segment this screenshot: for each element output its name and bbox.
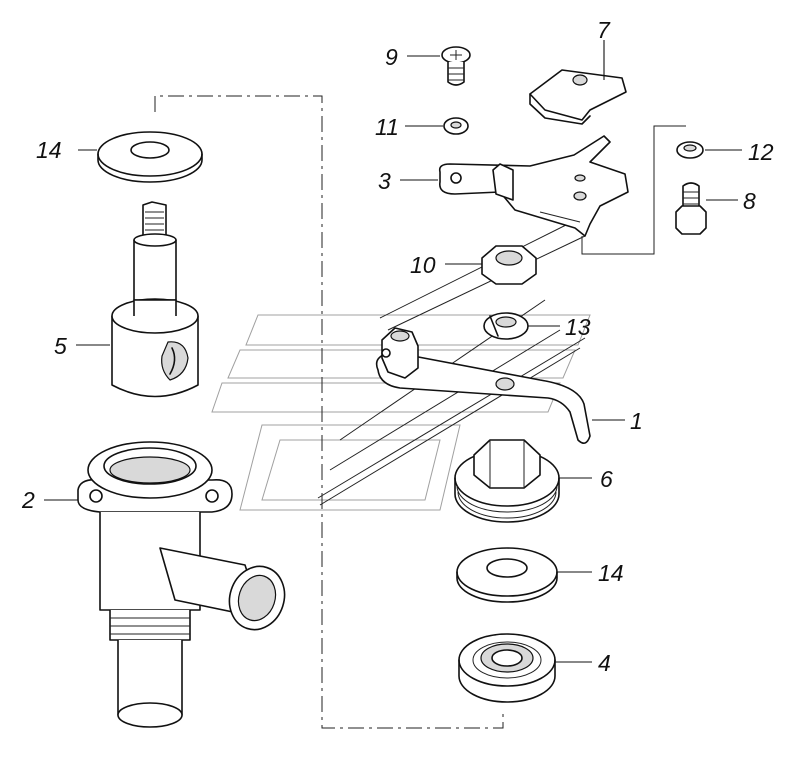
callout-2: 2 xyxy=(21,487,35,513)
nut-part-10 xyxy=(481,245,537,285)
clip-part-7 xyxy=(529,69,627,125)
lock-washer-part-11 xyxy=(443,117,469,135)
callout-10: 10 xyxy=(410,252,436,278)
washer-part-14-bottom xyxy=(456,547,558,603)
lever-part-1 xyxy=(375,327,591,444)
valve-plug-part-5 xyxy=(111,201,199,398)
seal-part-4 xyxy=(458,633,556,703)
leader-lines xyxy=(44,40,742,663)
washer-part-14-top xyxy=(97,131,203,183)
callout-9: 9 xyxy=(385,44,398,70)
screw-part-9 xyxy=(441,46,471,86)
callout-5: 5 xyxy=(54,333,67,359)
callout-13: 13 xyxy=(565,314,591,340)
callout-3: 3 xyxy=(378,168,391,194)
washer-part-12 xyxy=(676,141,704,159)
plug-nut-part-6 xyxy=(454,439,560,523)
callout-11: 11 xyxy=(375,114,399,140)
callout-6: 6 xyxy=(600,466,613,492)
split-washer-part-13 xyxy=(483,312,529,340)
callout-12: 12 xyxy=(748,139,774,165)
callout-14-top: 14 xyxy=(36,137,62,163)
bolt-part-8 xyxy=(675,182,707,235)
callout-4: 4 xyxy=(598,650,611,676)
assembly-axis-bracket xyxy=(154,95,504,729)
bolt-axis-bracket xyxy=(581,125,686,255)
bracket-part-3 xyxy=(438,135,629,237)
callout-8: 8 xyxy=(743,188,756,214)
callout-labels: 14 5 2 9 11 3 10 7 12 8 13 1 6 14 4 xyxy=(21,17,774,676)
callout-1: 1 xyxy=(630,408,643,434)
callout-14-bottom: 14 xyxy=(598,560,624,586)
valve-body-part-2 xyxy=(77,441,286,728)
callout-7: 7 xyxy=(597,17,611,43)
